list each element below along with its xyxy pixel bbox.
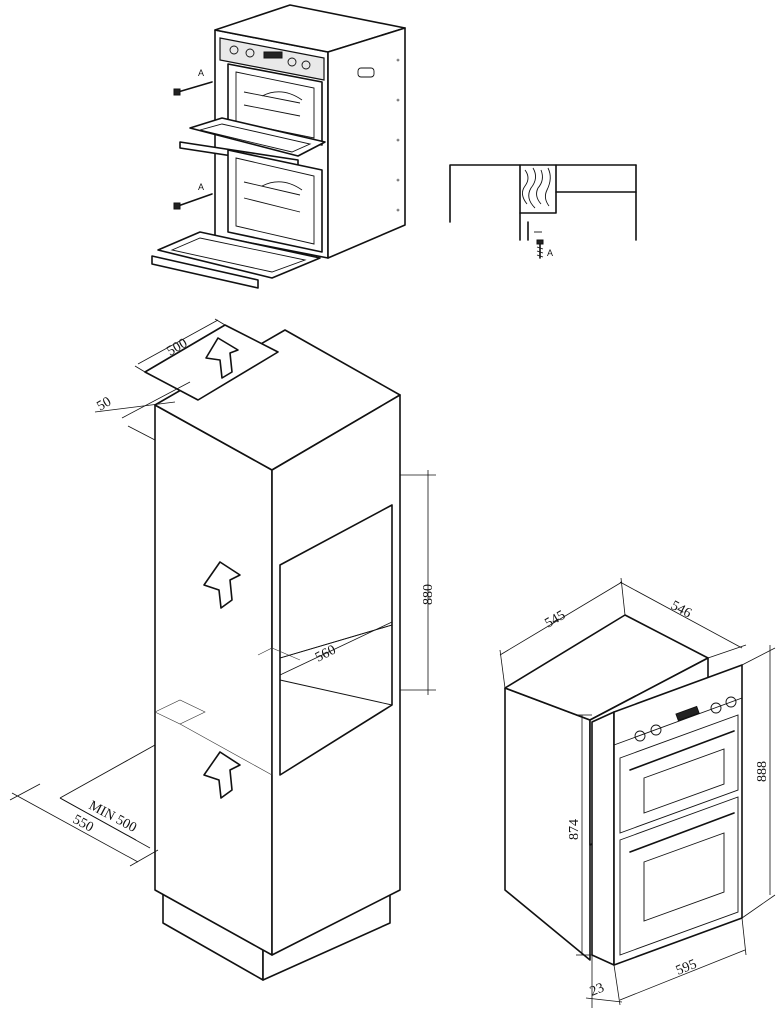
display-icon — [263, 51, 283, 59]
screw-callout-detail: A — [547, 248, 553, 258]
side-handle-icon — [357, 67, 375, 78]
screw-icon — [173, 81, 213, 96]
airflow-arrow-middle-icon — [203, 561, 241, 609]
knob-icon — [229, 45, 239, 55]
dim-oven-fascia-depth: 23 — [588, 981, 607, 1000]
dim-oven-top-depth: 545 — [543, 608, 569, 631]
screw-icon — [536, 239, 544, 259]
dim-oven-body-height: 874 — [567, 819, 582, 840]
knob-icon — [725, 696, 737, 708]
display-icon — [675, 705, 700, 722]
screw-callout-bottom: A — [198, 182, 204, 192]
knob-icon — [287, 57, 297, 67]
oven-open-doors-view: A A — [151, 4, 406, 289]
knob-icon — [301, 60, 311, 70]
fixing-detail: A — [449, 164, 637, 259]
door-handle-icon — [629, 730, 735, 771]
dim-vent-gap: 50 — [95, 394, 115, 414]
knob-icon — [245, 48, 255, 58]
dim-niche-height: 880 — [421, 584, 436, 605]
housing-unit: 500 50 880 560 MIN 500 550 — [9, 318, 436, 981]
knob-icon — [650, 724, 662, 736]
screw-icon — [173, 193, 213, 210]
knob-icon — [634, 730, 646, 742]
screw-callout-top: A — [198, 68, 204, 78]
dim-oven-total-height: 888 — [755, 761, 770, 782]
airflow-arrow-top-icon — [205, 337, 239, 379]
airflow-arrow-bottom-icon — [203, 751, 241, 799]
dim-oven-top-width: 546 — [668, 598, 694, 621]
oven-dimension-view: 545 546 874 888 595 23 — [499, 577, 776, 1008]
door-handle-icon — [629, 812, 735, 853]
knob-icon — [710, 702, 722, 714]
dim-oven-front-width: 595 — [674, 957, 699, 979]
